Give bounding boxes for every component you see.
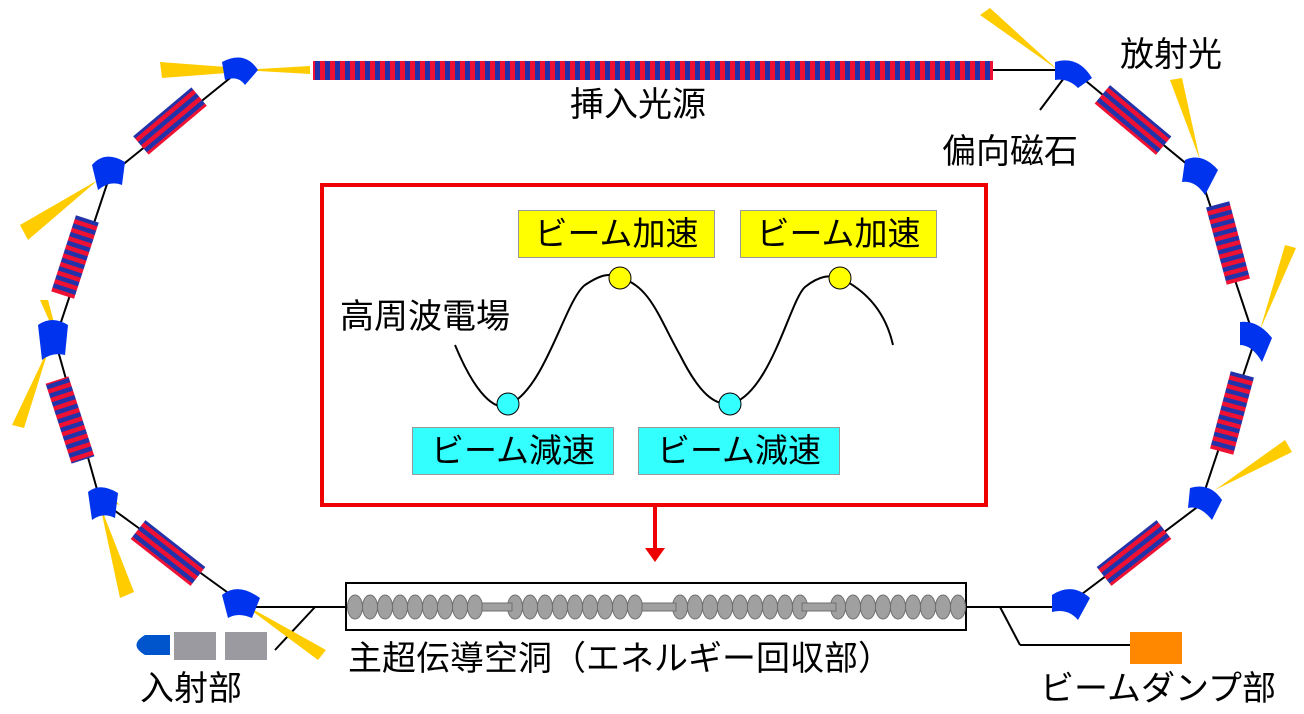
radiation-label: 放射光 xyxy=(1120,35,1222,75)
cavity-cell xyxy=(612,594,628,620)
bending-magnet xyxy=(222,589,260,618)
bending-magnet xyxy=(1240,321,1272,362)
cavity-cell xyxy=(935,594,951,620)
cavity-cell xyxy=(582,594,598,620)
injector-module xyxy=(174,632,216,660)
cavity-cell xyxy=(522,594,538,620)
arc-undulator xyxy=(51,215,99,299)
decel-point xyxy=(496,392,520,416)
cavity-cell xyxy=(702,594,718,620)
cavity-coupler xyxy=(641,602,677,612)
arc-undulator xyxy=(45,376,95,464)
injector-assembly xyxy=(136,632,267,660)
arc-undulator xyxy=(1096,520,1172,586)
decel-point xyxy=(718,392,742,416)
cavity-coupler xyxy=(801,602,837,612)
cavity-cell xyxy=(452,594,468,620)
accel-point xyxy=(828,266,852,290)
cavity-cell xyxy=(762,594,778,620)
bending-magnet xyxy=(88,487,118,520)
electron-gun xyxy=(136,635,170,655)
cavity-cell xyxy=(362,594,378,620)
radiation-light xyxy=(12,8,1296,660)
arc-undulators xyxy=(45,85,1254,586)
main-cavity xyxy=(345,582,967,631)
arc-undulator xyxy=(130,520,206,586)
bending-magnet xyxy=(1188,486,1222,520)
cavity-cell xyxy=(845,594,861,620)
cavity-cell xyxy=(777,594,793,620)
rf-wave-curve xyxy=(454,273,894,408)
bending-magnet xyxy=(1055,60,1092,88)
bending-magnet xyxy=(222,57,258,85)
cavity-cell xyxy=(567,594,583,620)
bending-magnet xyxy=(1182,157,1218,195)
cavity-cell xyxy=(407,594,423,620)
cavity-cell xyxy=(747,594,763,620)
cavity-cell xyxy=(890,594,906,620)
accel-tag: ビーム加速 xyxy=(740,210,937,258)
accel-tag: ビーム加速 xyxy=(518,210,715,258)
injector-label: 入射部 xyxy=(140,669,242,709)
bending-magnet xyxy=(1052,589,1090,620)
cavity-cell xyxy=(437,594,453,620)
arc-undulator xyxy=(133,87,207,155)
cavity-cell xyxy=(377,594,393,620)
arc-undulator xyxy=(1206,201,1250,285)
cavity-cell xyxy=(950,594,966,620)
insertion-device-label: 挿入光源 xyxy=(570,85,706,125)
cavity-cell xyxy=(687,594,703,620)
bending-magnet xyxy=(92,156,125,190)
rf-field-label: 高周波電場 xyxy=(340,297,510,337)
cavity-cell xyxy=(875,594,891,620)
bending-magnet-label: 偏向磁石 xyxy=(942,132,1078,172)
cavity-cell xyxy=(905,594,921,620)
cavity-cell xyxy=(717,594,733,620)
beam-dump-label: ビームダンプ部 xyxy=(1040,669,1276,709)
decel-tag: ビーム減速 xyxy=(412,427,614,475)
cavity-cell xyxy=(732,594,748,620)
cavity-cell xyxy=(552,594,568,620)
decel-tag: ビーム減速 xyxy=(638,427,840,475)
cavity-cell xyxy=(537,594,553,620)
bending-magnets xyxy=(38,57,1272,620)
cavity-cell xyxy=(347,594,363,620)
arc-undulator xyxy=(1210,371,1254,455)
cavity-cell xyxy=(597,594,613,620)
cavity-cell xyxy=(627,594,643,620)
cavity-cell xyxy=(467,594,483,620)
beam-dump-block xyxy=(1130,632,1182,664)
cavity-cell xyxy=(920,594,936,620)
main-cavity-label: 主超伝導空洞（エネルギー回収部） xyxy=(348,639,892,679)
accel-point xyxy=(608,266,632,290)
bending-magnet xyxy=(38,320,68,360)
injector-module xyxy=(225,632,267,660)
insertion-device-undulator xyxy=(313,61,993,80)
arc-undulator xyxy=(1094,85,1172,155)
cavity-cell xyxy=(392,594,408,620)
cavity-cell xyxy=(860,594,876,620)
cavity-coupler xyxy=(481,602,513,612)
down-arrow xyxy=(645,505,665,562)
cavity-cell xyxy=(422,594,438,620)
